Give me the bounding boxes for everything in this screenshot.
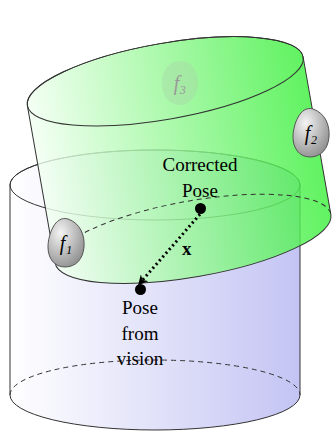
correction-arrow	[140, 214, 200, 283]
feature-node: f₁	[46, 217, 86, 269]
pose-dot	[195, 203, 206, 214]
pose-text: Corrected Pose	[152, 152, 248, 203]
feature-label: f₃	[160, 57, 200, 109]
pose-dot	[135, 284, 146, 295]
feature-label: f₂	[291, 107, 331, 159]
pose-text: Pose from vision	[105, 295, 175, 372]
feature-label: f₁	[46, 217, 86, 269]
correction-label: x	[182, 238, 192, 260]
feature-node: f₂	[291, 107, 331, 159]
pose-label: Pose from vision	[105, 284, 175, 372]
pose-label: Corrected Pose	[152, 152, 248, 214]
corrected-cylinder	[21, 20, 336, 301]
feature-node: f₃	[160, 57, 200, 109]
